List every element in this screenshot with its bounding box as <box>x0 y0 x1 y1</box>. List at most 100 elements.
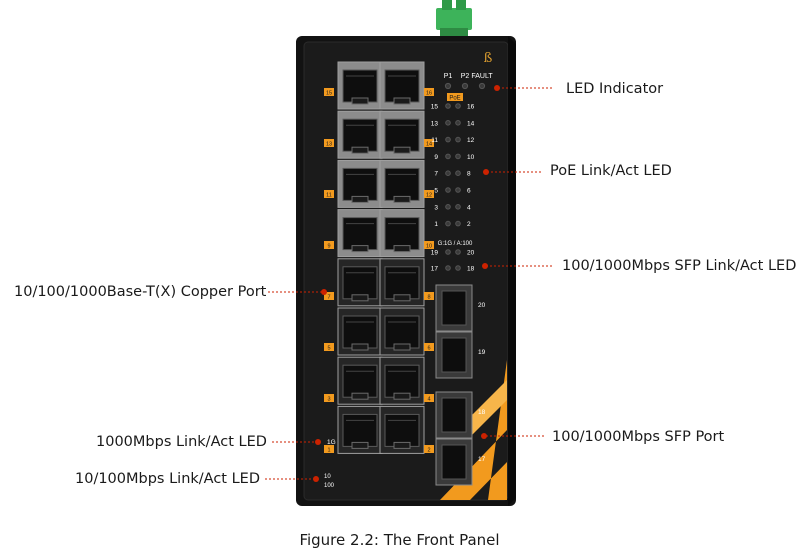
dot-sfp-port <box>481 433 487 439</box>
poe-led <box>445 153 451 160</box>
poe-led <box>455 153 461 160</box>
callout-led-indicator: LED Indicator <box>566 81 664 97</box>
svg-text:20: 20 <box>467 250 475 257</box>
poe-led <box>455 204 461 210</box>
sfp-led-header: G:1G / A:100 <box>438 241 473 247</box>
poe-led <box>455 187 461 193</box>
rj45-port[interactable] <box>379 61 425 110</box>
svg-text:3: 3 <box>327 397 330 403</box>
port-badge: 8 <box>424 292 434 301</box>
svg-text:14: 14 <box>426 142 432 148</box>
power-terminal-block <box>436 0 472 38</box>
dot-led-indicator <box>494 85 500 91</box>
callout-led-10-100: 10/100Mbps Link/Act LED <box>75 471 261 487</box>
svg-text:15: 15 <box>431 104 439 111</box>
sfp-led <box>445 265 451 271</box>
svg-text:12: 12 <box>426 193 432 199</box>
poe-label: PoE <box>449 96 460 102</box>
rj45-port[interactable] <box>337 356 383 405</box>
rj45-port[interactable] <box>337 209 383 258</box>
rj45-port[interactable] <box>379 159 425 208</box>
port-badge: 13 <box>324 139 334 148</box>
rj45-port[interactable] <box>379 307 425 356</box>
copper-port-block <box>337 61 425 454</box>
rj45-port[interactable] <box>337 258 383 307</box>
svg-text:11: 11 <box>326 193 332 199</box>
sfp-port-20[interactable]: 20 <box>435 284 486 332</box>
bottom-label-1g: 1G <box>327 439 336 446</box>
rj45-port[interactable] <box>337 405 383 454</box>
sfp-port-label: 19 <box>478 349 486 356</box>
rj45-port[interactable] <box>379 405 425 454</box>
svg-text:17: 17 <box>431 266 439 273</box>
svg-text:15: 15 <box>326 91 332 97</box>
rj45-port[interactable] <box>337 159 383 208</box>
bottom-label-10: 10 <box>324 474 331 480</box>
poe-led <box>455 136 461 143</box>
svg-text:2: 2 <box>427 448 430 454</box>
rj45-port[interactable] <box>337 110 383 159</box>
poe-led <box>445 187 451 193</box>
sfp-port-19[interactable]: 19 <box>435 331 486 379</box>
svg-text:3: 3 <box>434 204 438 211</box>
svg-text:9: 9 <box>327 244 330 250</box>
poe-led <box>455 120 461 126</box>
sfp-led <box>455 249 461 255</box>
rj45-port[interactable] <box>379 356 425 405</box>
port-badge: 14 <box>424 139 434 148</box>
svg-text:16: 16 <box>426 91 432 97</box>
svg-text:18: 18 <box>467 266 475 273</box>
svg-text:5: 5 <box>434 188 438 195</box>
poe-label-box <box>447 93 463 101</box>
callout-copper-port: 10/100/1000Base-T(X) Copper Port <box>14 284 267 300</box>
rj45-port[interactable] <box>379 110 425 159</box>
svg-text:16: 16 <box>467 104 475 111</box>
rj45-port[interactable] <box>337 61 383 110</box>
dot-copper-port <box>321 289 327 295</box>
poe-led <box>445 136 451 143</box>
status-led-label-p1: P1 <box>444 73 453 80</box>
rj45-port[interactable] <box>379 209 425 258</box>
port-badge: 12 <box>424 190 434 199</box>
dot-led-10-100 <box>313 476 319 482</box>
svg-text:7: 7 <box>327 295 330 301</box>
svg-text:13: 13 <box>431 120 439 127</box>
status-led-label-fault: FAULT <box>471 73 493 80</box>
port-badge: 4 <box>424 394 434 403</box>
poe-led <box>445 120 451 126</box>
svg-text:5: 5 <box>327 346 330 352</box>
callout-dots <box>313 85 500 482</box>
rj45-port[interactable] <box>379 258 425 307</box>
poe-led <box>455 220 461 227</box>
sfp-port-18[interactable]: 18 <box>435 391 486 439</box>
rj45-port[interactable] <box>337 307 383 356</box>
callout-leaders <box>265 87 554 480</box>
svg-text:4: 4 <box>427 397 430 403</box>
sfp-led <box>455 265 461 271</box>
svg-text:12: 12 <box>467 137 475 144</box>
port-badge: 15 <box>324 88 334 97</box>
port-badge: 3 <box>324 394 334 403</box>
port-badge: 1 <box>324 445 334 454</box>
svg-text:2: 2 <box>467 221 471 228</box>
svg-text:13: 13 <box>326 142 332 148</box>
status-led-fault <box>478 82 486 90</box>
port-badge: 16 <box>424 88 434 97</box>
sfp-led <box>445 249 451 255</box>
port-badge: 7 <box>324 292 334 301</box>
sfp-port-label: 18 <box>478 409 486 416</box>
status-led-p1 <box>444 82 452 90</box>
sfp-port-17[interactable]: 17 <box>435 438 486 486</box>
